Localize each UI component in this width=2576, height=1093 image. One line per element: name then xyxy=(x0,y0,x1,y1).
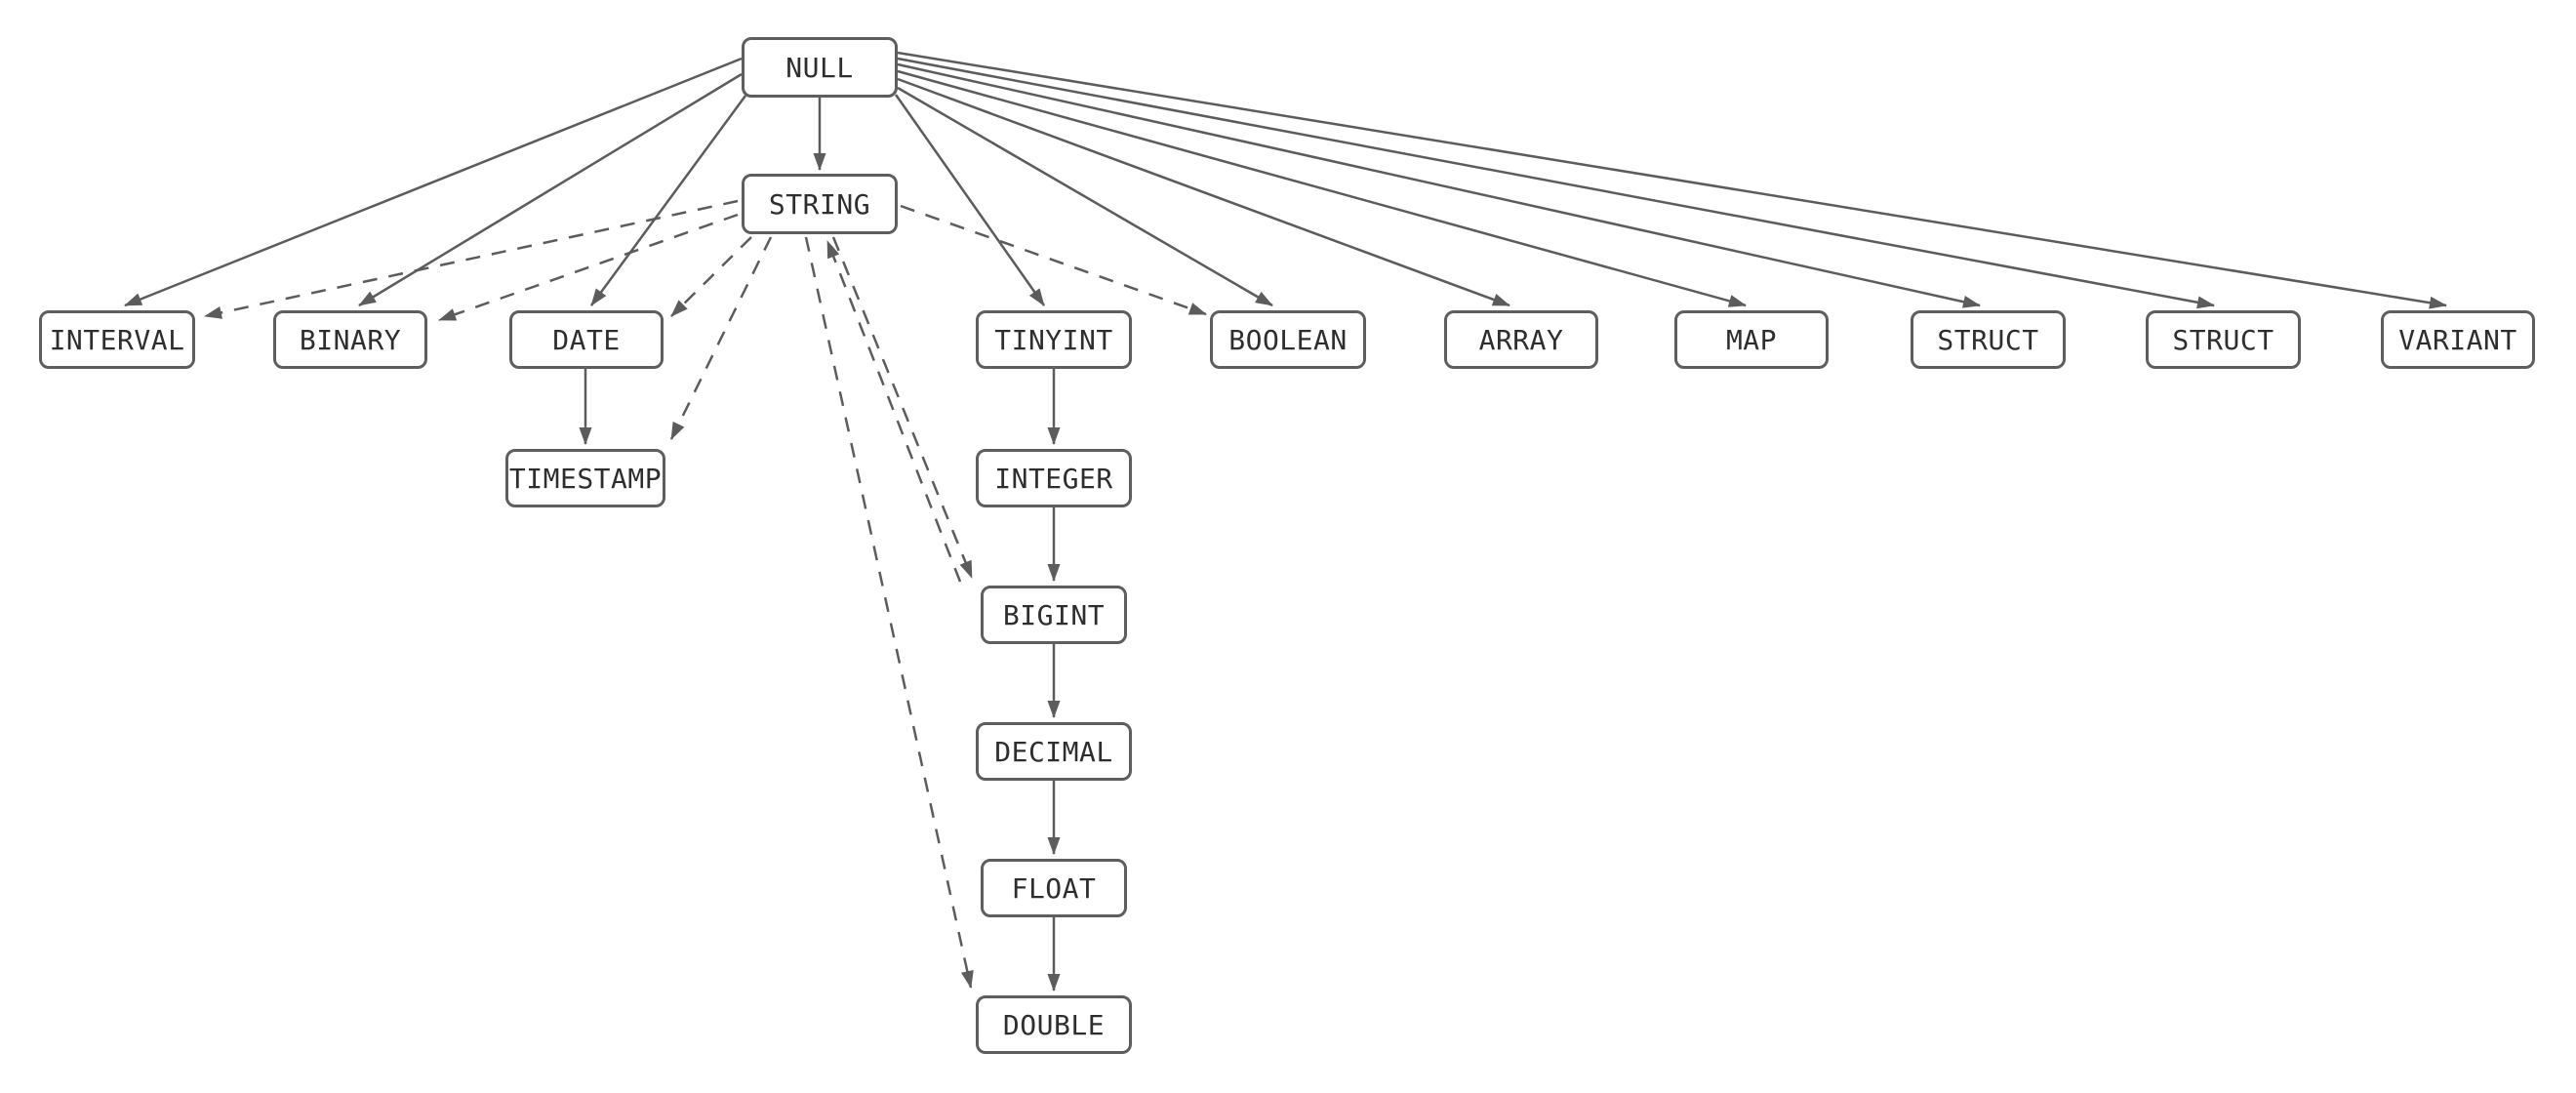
edge-null-date xyxy=(589,95,747,306)
node-decimal-label: DECIMAL xyxy=(994,735,1113,768)
node-boolean-label: BOOLEAN xyxy=(1228,323,1348,356)
node-struct-2-label: STRUCT xyxy=(2172,323,2274,356)
node-tinyint: TINYINT xyxy=(976,310,1132,369)
edge-null-struct1 xyxy=(897,62,1981,308)
node-boolean: BOOLEAN xyxy=(1210,310,1366,369)
edge-null-map xyxy=(897,69,1747,307)
edge-null-interval xyxy=(124,57,743,307)
node-bigint-label: BIGINT xyxy=(1002,598,1106,631)
node-integer-label: INTEGER xyxy=(994,462,1113,495)
node-null-label: NULL xyxy=(785,51,854,84)
node-double-label: DOUBLE xyxy=(1002,1008,1106,1041)
edge-bigint-string xyxy=(825,240,962,583)
edge-null-array xyxy=(897,77,1510,307)
node-date-label: DATE xyxy=(552,323,621,356)
node-variant-label: VARIANT xyxy=(2398,323,2517,356)
node-binary-label: BINARY xyxy=(299,323,402,356)
node-binary: BINARY xyxy=(273,310,427,369)
node-variant: VARIANT xyxy=(2381,310,2535,369)
node-string: STRING xyxy=(742,174,898,234)
node-integer: INTEGER xyxy=(976,449,1132,507)
node-decimal: DECIMAL xyxy=(976,722,1132,781)
node-struct-1: STRUCT xyxy=(1911,310,2066,369)
edge-string-interval xyxy=(204,199,739,319)
node-map: MAP xyxy=(1674,310,1829,369)
node-map-label: MAP xyxy=(1725,323,1778,356)
node-bigint: BIGINT xyxy=(981,586,1127,644)
node-string-label: STRING xyxy=(768,187,871,221)
edge-null-boolean xyxy=(897,86,1273,307)
node-array: ARRAY xyxy=(1444,310,1598,369)
edge-null-variant xyxy=(897,51,2447,309)
edge-null-tinyint xyxy=(894,94,1046,306)
node-null: NULL xyxy=(742,37,898,98)
edge-null-struct2 xyxy=(897,57,2215,309)
edge-string-boolean xyxy=(900,204,1207,316)
node-struct-1-label: STRUCT xyxy=(1937,323,2039,356)
node-float-label: FLOAT xyxy=(1011,871,1097,905)
edge-string-bigint xyxy=(831,236,974,579)
node-struct-2: STRUCT xyxy=(2146,310,2301,369)
edge-string-binary xyxy=(438,213,739,322)
node-array-label: ARRAY xyxy=(1478,323,1564,356)
edge-null-binary xyxy=(358,72,743,307)
node-timestamp-label: TIMESTAMP xyxy=(508,462,663,495)
node-interval-label: INTERVAL xyxy=(49,323,185,356)
node-float: FLOAT xyxy=(981,859,1127,917)
edge-string-date xyxy=(670,236,752,317)
node-interval: INTERVAL xyxy=(39,310,195,369)
node-timestamp: TIMESTAMP xyxy=(505,449,665,507)
edge-string-double xyxy=(804,236,974,989)
node-double: DOUBLE xyxy=(976,995,1132,1054)
node-tinyint-label: TINYINT xyxy=(994,323,1113,356)
node-date: DATE xyxy=(509,310,664,369)
edge-string-timestamp xyxy=(669,236,773,440)
